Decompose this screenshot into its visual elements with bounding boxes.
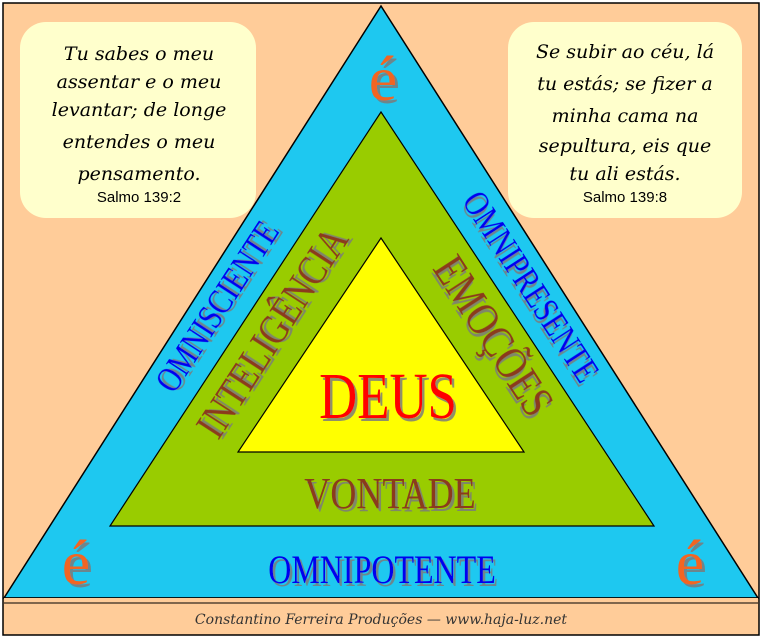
verse-left-line: Tu sabes o meu <box>64 43 214 65</box>
verse-left-text: Tu sabes o meu assentar e o meu levantar… <box>52 43 227 185</box>
verse-right-reference: Salmo 139:8 <box>583 189 667 206</box>
verse-right-box <box>508 22 742 218</box>
verse-right-line: tu estás; se fizer a <box>537 73 712 95</box>
verse-right-line: Se subir ao céu, lá <box>536 41 714 63</box>
footer-credit: Constantino Ferreira Produções — www.haj… <box>195 612 568 628</box>
verse-left-box <box>20 22 256 218</box>
verse-right-line: minha cama na <box>552 105 699 127</box>
label-vontade: VONTADE <box>304 469 475 518</box>
footer-band <box>4 598 758 634</box>
label-deus: DEUS <box>319 359 457 432</box>
inner-triangle <box>236 236 526 453</box>
verse-right-line: tu ali estás. <box>569 163 680 185</box>
verse-right-text: Se subir ao céu, lá tu estás; se fizer a… <box>536 41 714 185</box>
corner-label-right: é <box>676 527 704 598</box>
verse-left-line: assentar e o meu <box>57 71 222 93</box>
corner-label-left: é <box>62 527 90 598</box>
verse-right-line: sepultura, eis que <box>539 135 712 157</box>
verse-left-line: levantar; de longe <box>52 99 227 121</box>
verse-left-reference: Salmo 139:2 <box>97 189 181 206</box>
corner-label-top: é <box>369 43 397 114</box>
label-omnipotente: OMNIPOTENTE <box>268 548 496 592</box>
verse-left-line: entendes o meu <box>63 131 216 153</box>
verse-left-line: pensamento. <box>78 163 201 185</box>
